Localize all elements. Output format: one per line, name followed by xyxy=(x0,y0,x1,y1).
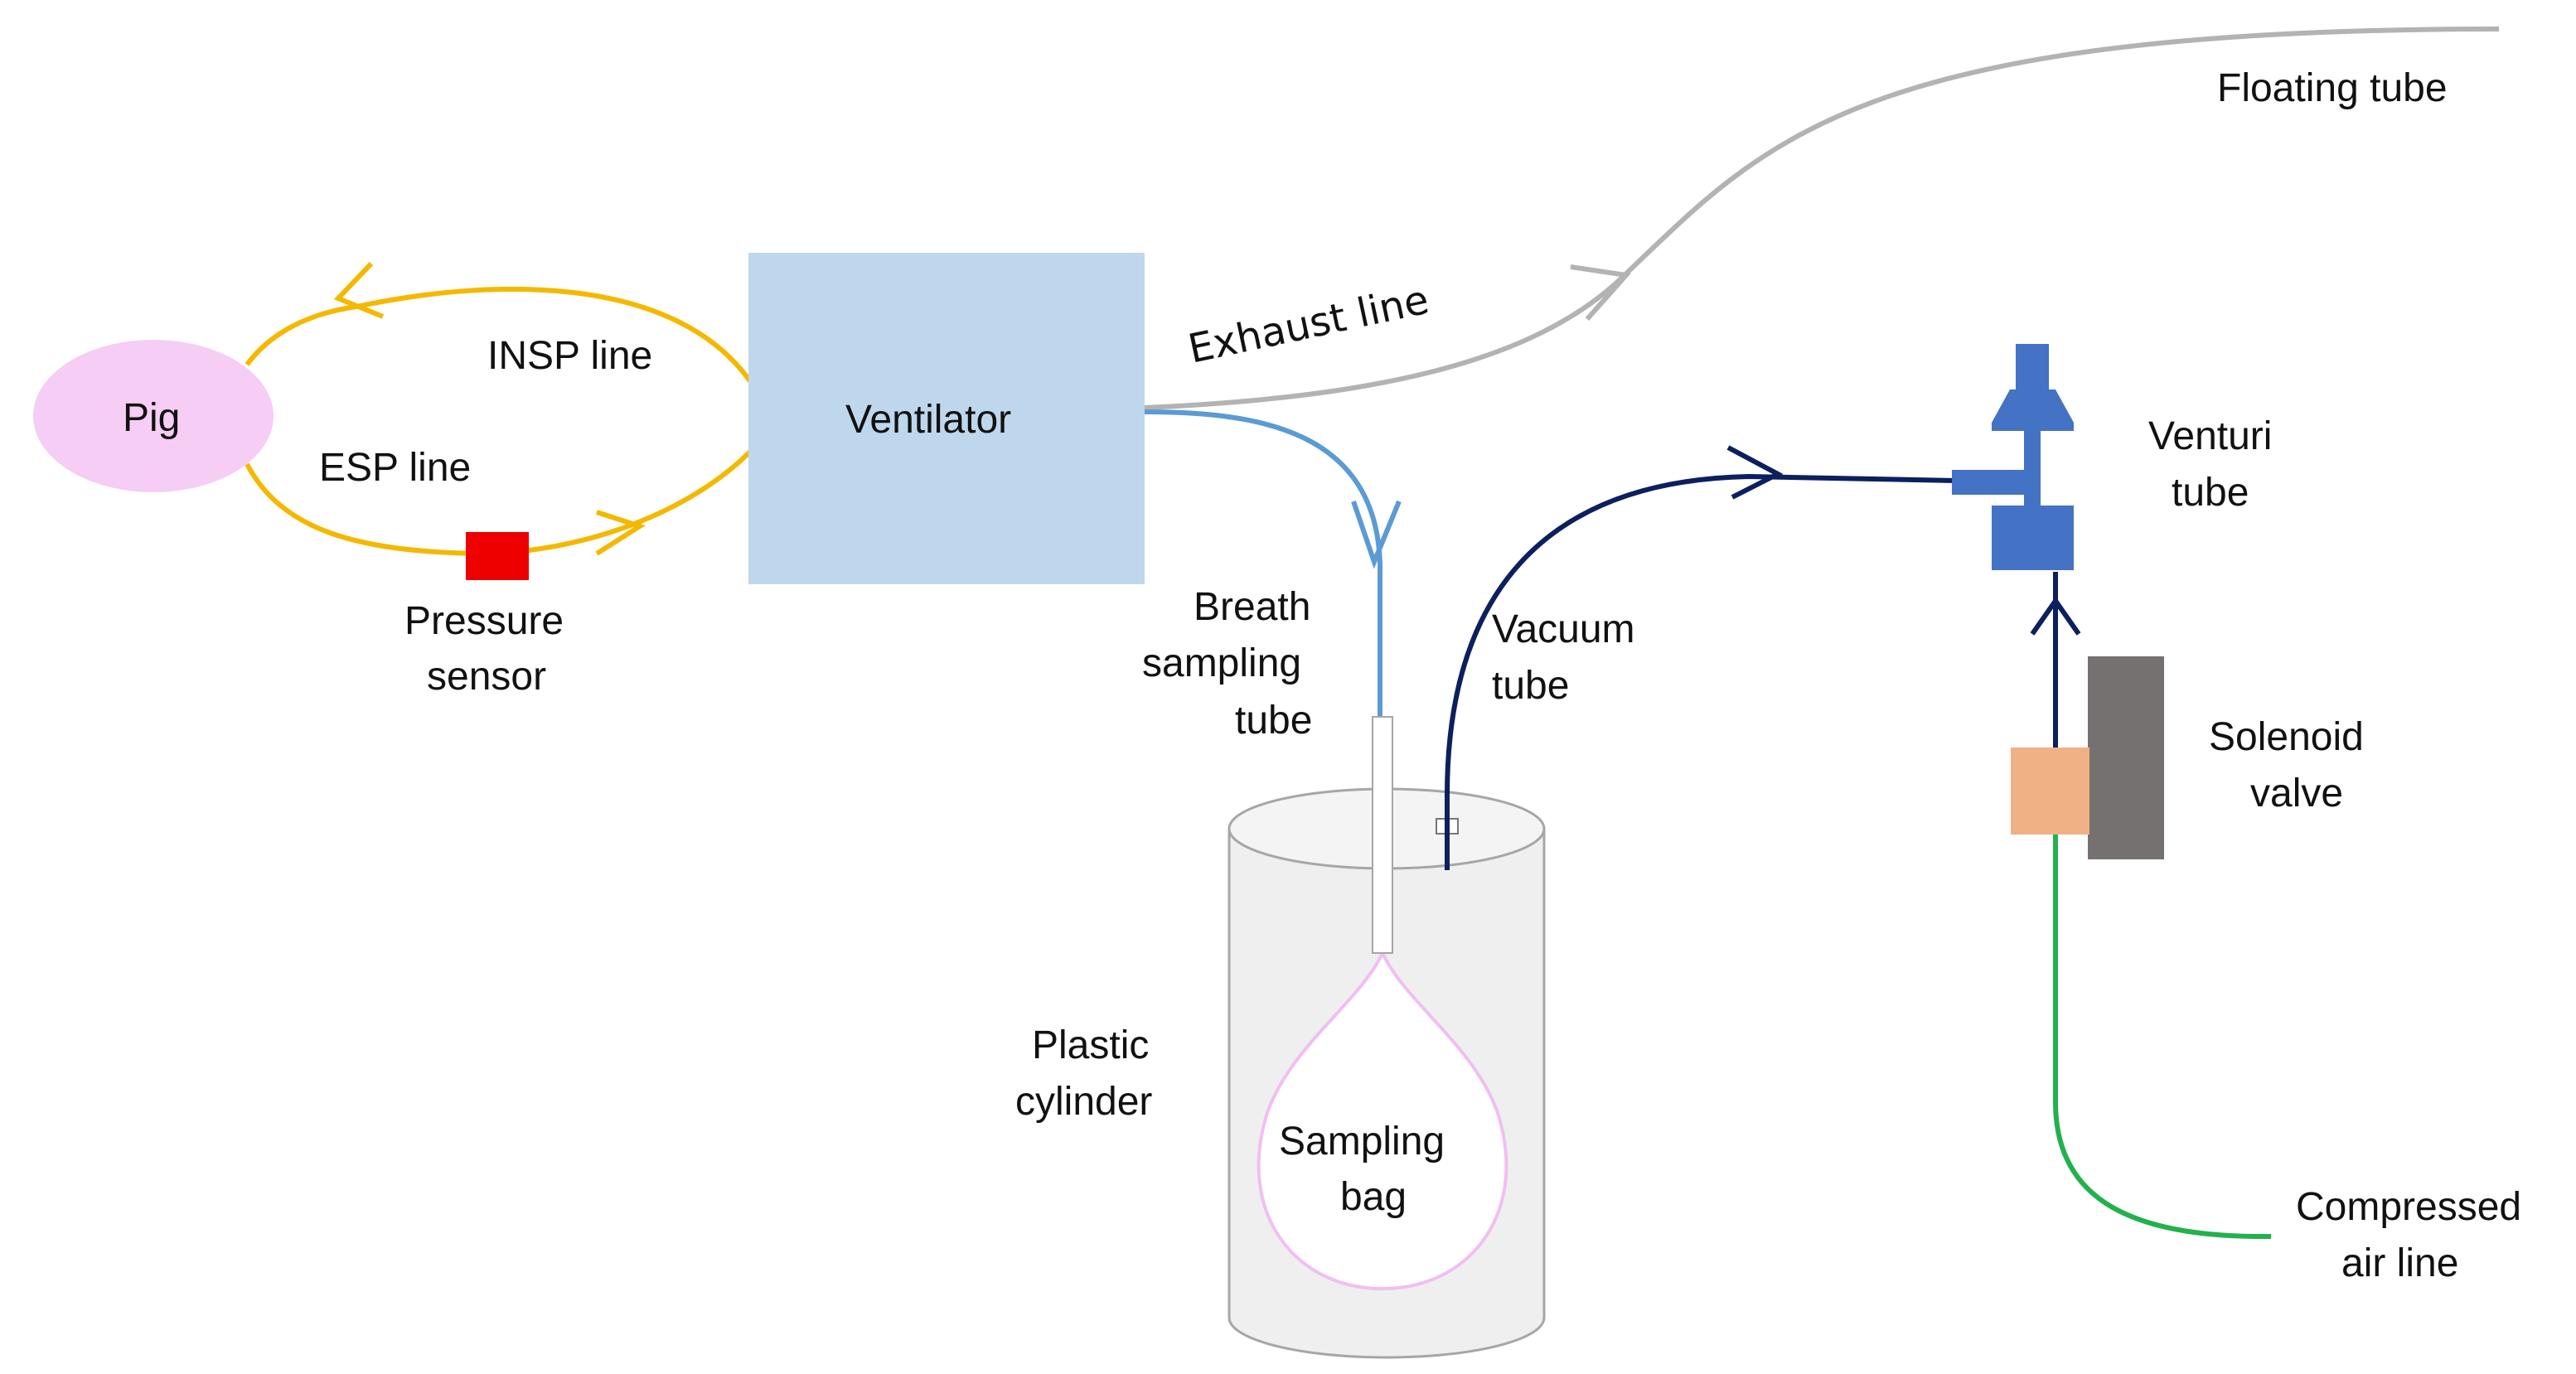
solenoid-valve-body xyxy=(2088,656,2164,859)
sampling-port xyxy=(1372,716,1393,954)
label-compressed-1: Compressed xyxy=(2296,1185,2521,1229)
insp-arrowhead xyxy=(333,261,385,319)
label-vacuum-1: Vacuum xyxy=(1492,607,1635,651)
labels: Pig INSP line ESP line Pressure sensor V… xyxy=(123,66,2521,1285)
label-compressed-2: air line xyxy=(2341,1241,2458,1285)
venturi-feed-arrowhead xyxy=(2030,596,2081,636)
compressed-air-line xyxy=(2053,835,2271,1239)
label-vacuum-2: tube xyxy=(1492,664,1569,708)
venturi-side-port xyxy=(1952,470,2026,495)
exhaust-arrowhead xyxy=(1570,264,1631,321)
label-sampling-bag-1: Sampling xyxy=(1279,1120,1445,1164)
label-breath-1: Breath xyxy=(1194,585,1310,629)
venturi-tube xyxy=(1952,344,2074,570)
label-breath-3: tube xyxy=(1235,699,1312,743)
label-pig: Pig xyxy=(123,396,180,440)
insp-line xyxy=(245,286,753,383)
label-breath-2: sampling xyxy=(1142,641,1301,685)
solenoid-valve-coil xyxy=(2011,747,2089,835)
label-venturi-1: Venturi xyxy=(2148,414,2272,458)
label-venturi-2: tube xyxy=(2172,471,2249,515)
label-ventilator: Ventilator xyxy=(845,398,1011,442)
sampling-bag xyxy=(1257,949,1508,1291)
label-pressure-sensor-1: Pressure xyxy=(404,599,564,643)
venturi-feed-line xyxy=(2030,572,2081,747)
pressure-sensor xyxy=(466,532,529,580)
label-sampling-bag-2: bag xyxy=(1340,1175,1407,1219)
breath-arrowhead xyxy=(1351,500,1402,569)
ventilator xyxy=(748,253,1145,584)
label-insp-line: INSP line xyxy=(487,334,652,378)
label-plastic-1: Plastic xyxy=(1032,1023,1149,1067)
label-solenoid-1: Solenoid xyxy=(2209,715,2364,759)
esp-arrowhead xyxy=(595,510,646,556)
label-floating-tube: Floating tube xyxy=(2217,66,2448,110)
label-exhaust-line: Exhaust line xyxy=(1184,277,1433,373)
label-plastic-2: cylinder xyxy=(1015,1080,1152,1124)
vacuum-arrowhead xyxy=(1726,445,1784,500)
label-solenoid-2: valve xyxy=(2250,772,2343,815)
insp-esp-loop xyxy=(245,261,753,557)
vacuum-tube xyxy=(1445,445,1957,870)
label-esp-line: ESP line xyxy=(319,446,471,490)
label-pressure-sensor-2: sensor xyxy=(427,655,546,699)
pig xyxy=(33,340,274,492)
exhaust-line xyxy=(1143,27,2500,410)
breath-sampling-tube xyxy=(1144,409,1402,787)
